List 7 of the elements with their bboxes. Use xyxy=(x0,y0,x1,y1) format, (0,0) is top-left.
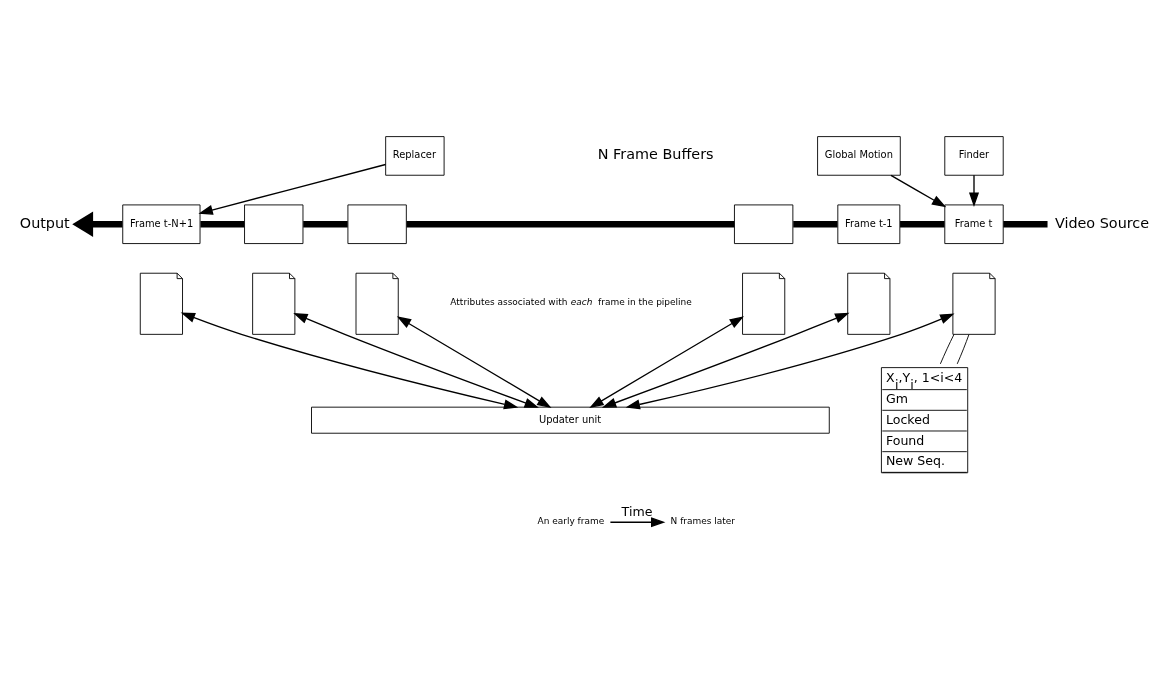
node-text: Output xyxy=(19,214,70,231)
node-text: N frames later xyxy=(670,515,736,526)
edge-label: Time xyxy=(621,503,653,519)
label: Attributes associated with each frame in the pipeline xyxy=(450,296,692,307)
node-text: An early frame xyxy=(537,515,605,526)
label: N Frame Buffers xyxy=(597,145,714,162)
node-text: Video Source xyxy=(1054,214,1150,231)
